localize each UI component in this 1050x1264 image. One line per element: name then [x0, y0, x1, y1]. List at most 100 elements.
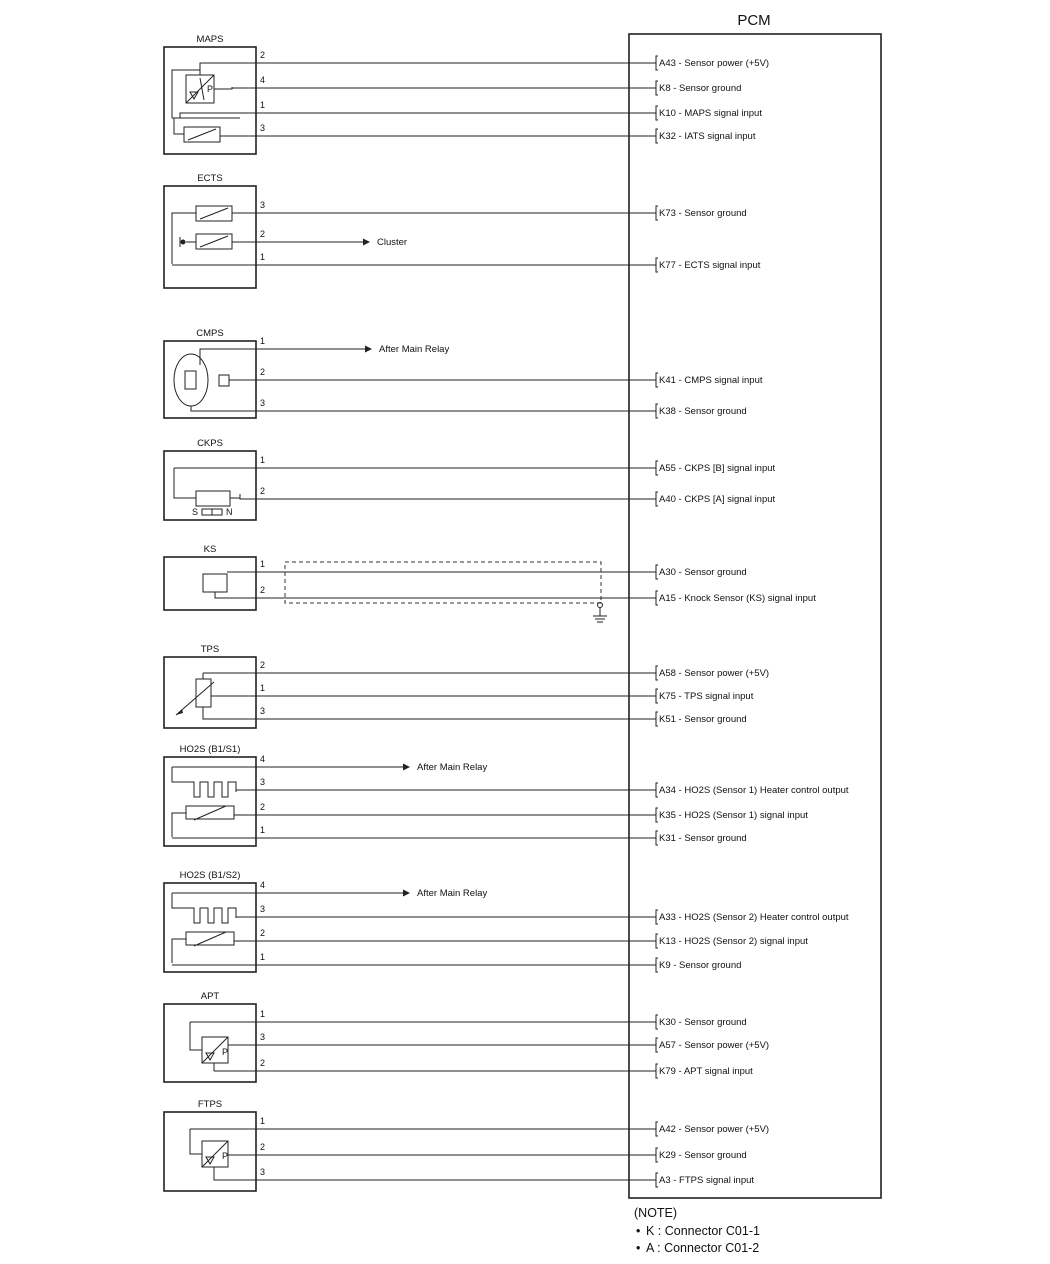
pcm-terminal-icon: [655, 105, 658, 121]
pcm-terminal-icon: [655, 711, 658, 727]
pcm-block: PCM: [628, 12, 882, 1199]
pcm-pin-label: A33 - HO2S (Sensor 2) Heater control out…: [659, 912, 849, 923]
pcm-terminal-icon: [655, 590, 658, 606]
pcm-terminal-icon: [655, 564, 658, 580]
wire: Cluster 2: [232, 229, 407, 248]
destination-label: Cluster: [377, 237, 407, 248]
pcm-pin-label: K9 - Sensor ground: [659, 960, 741, 971]
wire: A57 - Sensor power (+5V)3: [227, 1032, 769, 1053]
component-title: CMPS: [196, 328, 223, 339]
component-title: CKPS: [197, 438, 223, 449]
pole-label: N: [226, 507, 233, 517]
svg-text:P: P: [207, 84, 213, 94]
wire: K8 - Sensor ground 4: [232, 75, 741, 96]
hall-sensor-icon: [173, 353, 230, 407]
pcm-pin-label: K75 - TPS signal input: [659, 691, 754, 702]
pcm-terminal-icon: [655, 372, 658, 388]
pcm-pin-label: K31 - Sensor ground: [659, 833, 747, 844]
destination-label: After Main Relay: [379, 344, 449, 355]
pin-number: 1: [260, 252, 265, 262]
pin-number: 1: [260, 825, 265, 835]
pin-number: 3: [260, 1032, 265, 1042]
pcm-pin-label: A58 - Sensor power (+5V): [659, 668, 769, 679]
pin-number: 2: [260, 585, 265, 595]
pcm-terminal-icon: [655, 1014, 658, 1030]
pcm-terminal-icon: [655, 782, 658, 798]
intake-air-temp-thermistor-icon: [173, 118, 221, 143]
note-bullet: •: [636, 1224, 640, 1238]
wire-line: [227, 1044, 656, 1050]
component-title: MAPS: [197, 34, 224, 45]
pcm-pin-label: K32 - IATS signal input: [659, 131, 756, 142]
pin-number: 2: [260, 229, 265, 239]
knock-sensor-icon: [202, 573, 228, 593]
pcm-pin-label: K30 - Sensor ground: [659, 1017, 747, 1028]
wire: A34 - HO2S (Sensor 1) Heater control out…: [235, 777, 849, 798]
component-title: HO2S (B1/S1): [180, 744, 241, 755]
pin-number: 4: [260, 75, 265, 85]
pcm-terminal-icon: [655, 957, 658, 973]
pcm-pin-label: K79 - APT signal input: [659, 1066, 753, 1077]
wire-line: [239, 494, 656, 500]
pin-number: 4: [260, 880, 265, 890]
note-line: A : Connector C01-2: [646, 1241, 759, 1255]
component-box: [163, 882, 257, 973]
pin-number: 2: [260, 660, 265, 670]
pcm-pin-label: K13 - HO2S (Sensor 2) signal input: [659, 936, 808, 947]
wire: A58 - Sensor power (+5V) 2: [203, 660, 769, 681]
pin-number: 1: [260, 336, 265, 346]
pcm-outline: [628, 33, 882, 1199]
pressure-sensor-icon: P: [189, 1022, 229, 1071]
pcm-terminal-icon: [655, 807, 658, 823]
arrow-icon: [403, 763, 410, 771]
pcm-pin-label: K10 - MAPS signal input: [659, 108, 762, 119]
pcm-pin-label: K8 - Sensor ground: [659, 83, 741, 94]
potentiometer-icon: [175, 673, 215, 716]
component-box: [163, 1111, 257, 1192]
wire: K77 - ECTS signal input 1: [172, 252, 761, 273]
pcm-pin-label: K51 - Sensor ground: [659, 714, 747, 725]
pcm-terminal-icon: [655, 688, 658, 704]
pin-number: 2: [260, 367, 265, 377]
component-title: APT: [201, 991, 220, 1002]
pcm-pin-label: K41 - CMPS signal input: [659, 375, 763, 386]
component-title: TPS: [201, 644, 219, 655]
pin-number: 3: [260, 777, 265, 787]
pcm-terminal-icon: [655, 403, 658, 419]
pin-number: 3: [260, 123, 265, 133]
pcm-pin-label: K77 - ECTS signal input: [659, 260, 761, 271]
pin-number: 1: [260, 455, 265, 465]
pcm-terminal-icon: [655, 1147, 658, 1163]
pin-number: 3: [260, 200, 265, 210]
wire: After Main Relay 1: [199, 336, 449, 365]
component-title: HO2S (B1/S2): [180, 870, 241, 881]
coolant-temp-thermistor-icon: [171, 205, 233, 264]
note-heading: (NOTE): [634, 1206, 677, 1220]
component-box: [163, 450, 257, 521]
wire-line: [199, 62, 656, 70]
wire-line: [202, 711, 656, 720]
pcm-pin-label: A42 - Sensor power (+5V): [659, 1124, 769, 1135]
pcm-terminal-icon: [655, 128, 658, 144]
pcm-terminal-icon: [655, 909, 658, 925]
pin-number: 1: [260, 683, 265, 693]
pcm-pin-label: K29 - Sensor ground: [659, 1150, 747, 1161]
shield-ground-icon: [284, 561, 607, 623]
pin-number: 2: [260, 802, 265, 812]
wire-line: [227, 1154, 656, 1156]
